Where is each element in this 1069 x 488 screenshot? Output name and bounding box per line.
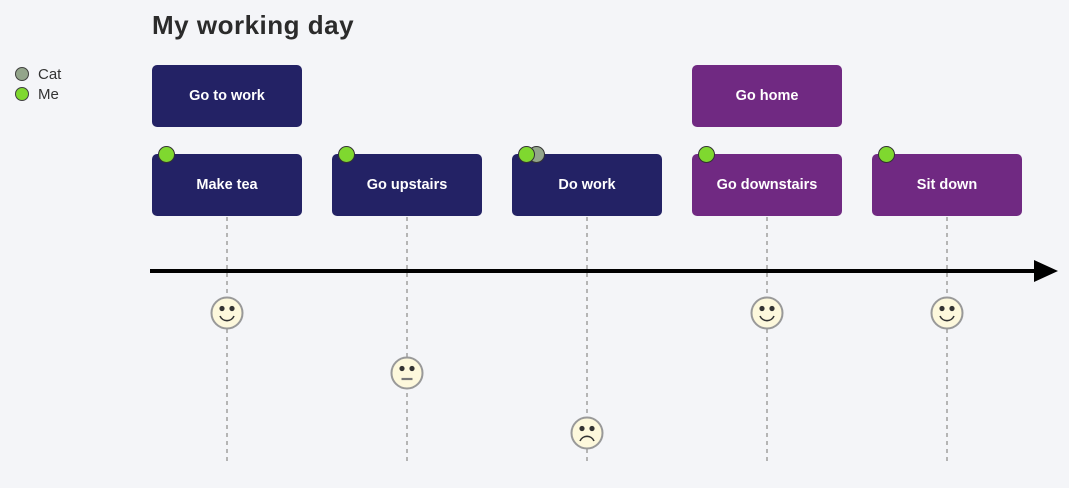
actor-dot-me-icon <box>877 145 895 163</box>
section-box-label: Go home <box>735 88 799 104</box>
diagram-title: My working day <box>152 10 355 40</box>
task-box: Go upstairs <box>332 154 482 216</box>
neutral-face-icon <box>390 356 424 390</box>
section-box: Go home <box>692 65 842 127</box>
actor-dot-me-icon <box>337 145 355 163</box>
legend-label: Me <box>38 85 59 103</box>
happy-face-icon <box>750 296 784 330</box>
section-box-label: Go to work <box>189 88 265 104</box>
section-box: Go to work <box>152 65 302 127</box>
task-box-label: Go downstairs <box>716 177 818 193</box>
task-box: Make tea <box>152 154 302 216</box>
task-box-label: Do work <box>558 177 616 193</box>
legend-item-cat: Cat <box>15 64 61 84</box>
actor-dot-me-icon <box>517 145 535 163</box>
sad-face-icon <box>570 416 604 450</box>
task-box-label: Make tea <box>196 177 258 193</box>
actor-dot-me-icon <box>697 145 715 163</box>
legend-label: Cat <box>38 65 62 83</box>
happy-face-icon <box>930 296 964 330</box>
actor-dot-icon <box>15 67 29 81</box>
task-box-label: Sit down <box>916 177 978 193</box>
actor-dot-icon <box>15 87 29 101</box>
task-box: Go downstairs <box>692 154 842 216</box>
arrowhead-icon <box>1034 260 1058 282</box>
task-box: Sit down <box>872 154 1022 216</box>
actor-dot-me-icon <box>157 145 175 163</box>
happy-face-icon <box>210 296 244 330</box>
legend-item-me: Me <box>15 84 61 104</box>
task-box: Do work <box>512 154 662 216</box>
task-box-label: Go upstairs <box>366 177 448 193</box>
